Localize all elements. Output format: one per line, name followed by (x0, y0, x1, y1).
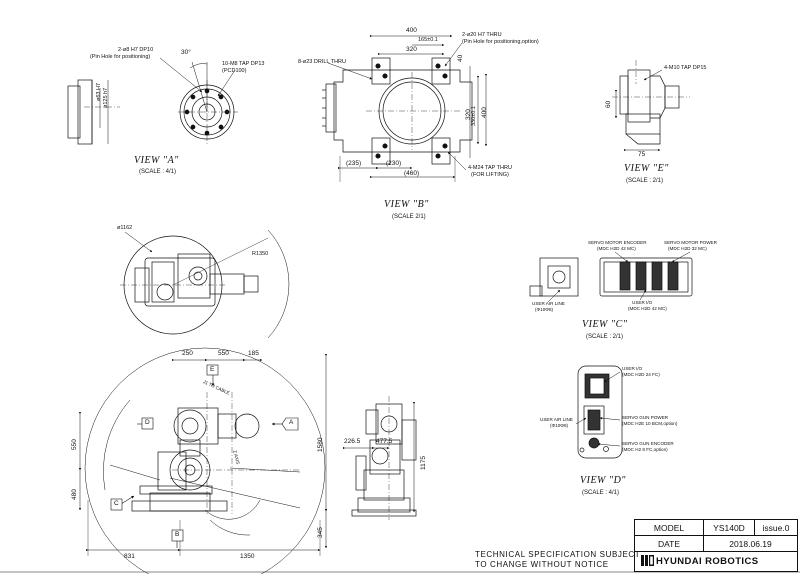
view-d-air-part: (Φ10Φ8) (550, 423, 569, 428)
view-d-io-part: (MDC H2D 24 FC) (622, 372, 660, 377)
view-marker-b-box (171, 529, 184, 542)
view-c-connector-panel (529, 251, 693, 303)
view-marker-d: D (145, 419, 150, 426)
model-value: YS140D (703, 519, 755, 536)
date-value: 2018.06.19 (703, 535, 798, 552)
view-b-dim-165: 165±0.1 (418, 37, 438, 43)
view-b-tap-callout: 4-M24 TAP THRU (468, 165, 512, 171)
view-marker-a-box (281, 417, 299, 431)
view-marker-c-box (110, 498, 123, 511)
view-marker-e-box (206, 364, 219, 376)
view-b-dim-320-top: 320 (406, 46, 417, 53)
view-b-pin-note: (Pin Hole for positioning,option) (462, 39, 539, 45)
view-b-dim-230: (230) (386, 160, 402, 167)
spec-line-2: TO CHANGE WITHOUT NOTICE (475, 560, 609, 569)
view-d-gun-enc-part: (MDC H2 8 FC,option) (622, 447, 668, 452)
brand-name: HYUNDAI ROBOTICS (656, 556, 759, 567)
view-a-dia2-label: ø125 h7 (103, 87, 109, 108)
view-d-gun-power-label: SERVO GUN POWER (622, 415, 669, 420)
side-dim-1580: 1580 (317, 437, 324, 452)
view-b-dim-460: (460) (404, 170, 420, 177)
spec-notice: TECHNICAL SPECIFICATION SUBJECT TO CHANG… (475, 550, 640, 570)
view-e-dim-75: 75 (638, 151, 646, 158)
side-dim-185: 185 (248, 350, 259, 357)
view-a-title: VIEW "A" (134, 155, 179, 166)
view-a-pin-hole-callout: 2-ø8 H7 DP10 (118, 47, 154, 53)
view-a-pin-hole-note: (Pin Hole for positioning) (90, 54, 151, 60)
view-c-power-label: SERVO MOTOR POWER (664, 240, 717, 245)
side-dim-550-left: 550 (71, 439, 78, 450)
view-a-scale: (SCALE : 4/1) (139, 169, 177, 175)
view-d-title: VIEW "D" (580, 475, 626, 486)
view-e-tap-callout: 4-M10 TAP DP15 (664, 65, 707, 71)
front-dim-477: 477.5 (376, 438, 393, 445)
date-label: DATE (634, 535, 704, 552)
view-a-pcd-callout: (PCD100) (222, 68, 247, 74)
view-b-drill-callout: 8-ø23 DRILL THRU (298, 59, 346, 65)
view-c-encoder-part: (MDC H2D 42 MC) (597, 246, 636, 251)
top-view-radius-callout: R1350 (252, 251, 269, 257)
view-c-io-part: (MDC H2D 42 MC) (628, 306, 667, 311)
view-d-scale: (SCALE : 4/1) (582, 490, 620, 496)
side-dim-480: 480 (71, 489, 78, 500)
view-d-gun-power-part: (MDC H2E 10 BCM,option) (622, 421, 678, 426)
view-b-pin-callout: 2-ø20 H7 THRU (462, 32, 502, 38)
view-d-gun-enc-label: SERVO GUN ENCODER (622, 441, 674, 446)
front-dim-1175: 1175 (420, 456, 427, 470)
model-label: MODEL (634, 519, 704, 536)
view-b-base-drawing (322, 34, 488, 182)
view-c-power-part: (MDC H2D 32 MC) (668, 246, 707, 251)
side-dim-345: 345 (317, 527, 324, 538)
view-c-air-label: USER AIR LINE (532, 301, 565, 306)
top-view-reach-dia-callout: ø1162 (117, 225, 133, 231)
view-marker-b: B (175, 531, 180, 538)
view-b-title: VIEW "B" (384, 199, 429, 210)
side-dim-250: 250 (182, 350, 193, 357)
view-b-dim-400-top: 400 (406, 27, 417, 34)
view-marker-d-box (141, 417, 154, 430)
view-c-title: VIEW "C" (582, 319, 628, 330)
top-view-drawing (120, 229, 290, 339)
spec-line-1: TECHNICAL SPECIFICATION SUBJECT (475, 550, 641, 559)
view-e-title: VIEW "E" (624, 163, 669, 174)
view-c-io-label: USER I/O (632, 300, 653, 305)
view-b-tap-note: (FOR LIFTING) (471, 172, 509, 178)
view-d-connector-panel (575, 365, 623, 459)
view-b-dim-400-side: 400 (481, 107, 488, 118)
brand-cell (634, 551, 798, 572)
view-e-scale: (SCALE : 2/1) (626, 178, 664, 184)
view-c-scale: (SCALE : 2/1) (586, 334, 624, 340)
front-dim-226: 226.5 (344, 438, 361, 445)
hyundai-logo-icon (641, 555, 654, 566)
view-b-dim-235: (235) (346, 160, 362, 167)
view-a-angle-label: 30° (181, 49, 191, 56)
view-marker-e: E (210, 366, 215, 373)
side-dim-831: 831 (124, 553, 135, 560)
view-c-encoder-label: SERVO MOTOR ENCODER (588, 240, 647, 245)
view-marker-c: C (114, 500, 119, 507)
view-a-flange-drawing (67, 57, 238, 145)
issue-value: issue.0 (754, 519, 798, 536)
view-b-dim-40: 40 (457, 54, 464, 62)
side-dim-550-top: 550 (218, 350, 229, 357)
title-block: MODEL YS140D issue.0 DATE 2018.06.19 (634, 519, 798, 572)
view-marker-a: A (289, 419, 294, 426)
view-e-dim-60: 60 (605, 100, 612, 108)
view-b-dim-330: 330±0.1 (471, 106, 477, 126)
side-dim-1350: 1350 (240, 553, 255, 560)
view-d-io-label: USER I/O (622, 366, 643, 371)
front-view-drawing (342, 396, 417, 520)
view-a-dia1-label: ø63 H7 (96, 82, 102, 101)
view-a-tap-callout: 10-M8 TAP DP13 (222, 61, 265, 67)
view-e-drawing (612, 60, 690, 152)
view-d-air-label: USER AIR LINE (540, 417, 573, 422)
view-c-air-part: (Φ10Φ8) (535, 307, 554, 312)
view-b-scale: (SCALE 2/1) (392, 214, 426, 220)
